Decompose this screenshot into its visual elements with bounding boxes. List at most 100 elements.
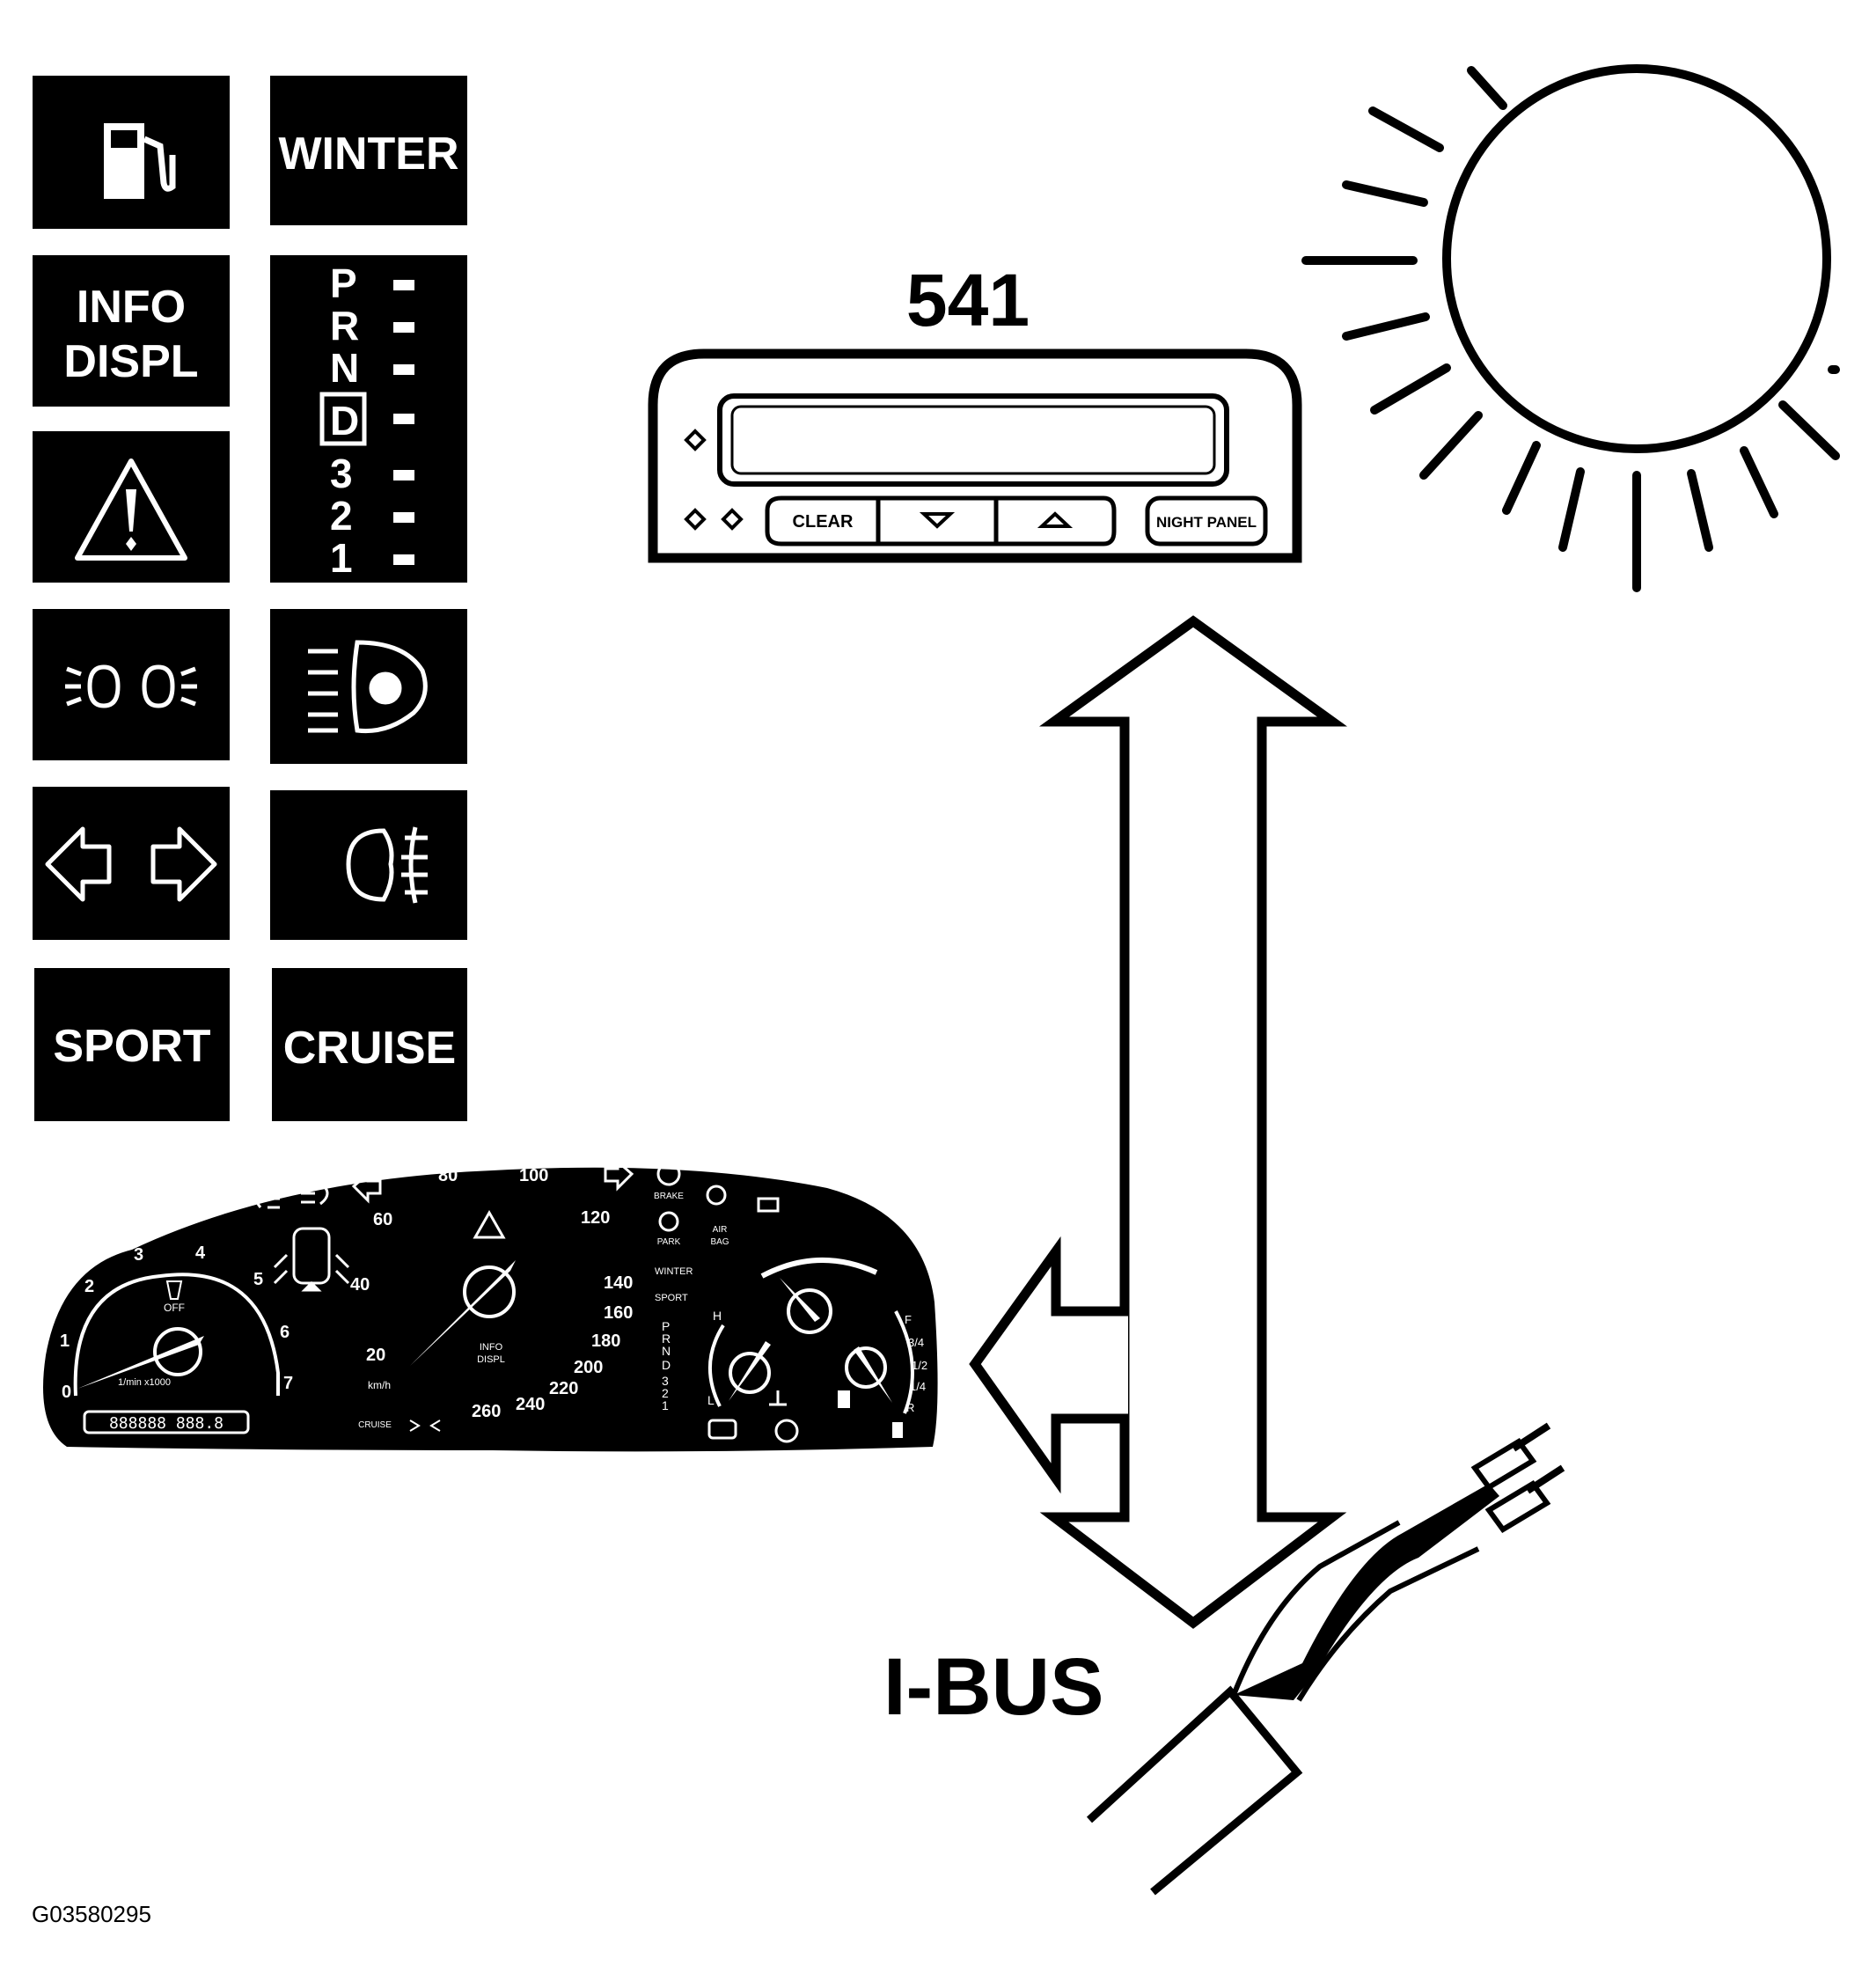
tach-tick-7: 7 bbox=[283, 1374, 293, 1393]
temperature-gauge: H L bbox=[707, 1309, 799, 1443]
up-button[interactable] bbox=[1037, 511, 1074, 528]
cluster-gear-p: P bbox=[662, 1319, 670, 1333]
gear-p: P bbox=[330, 260, 357, 306]
tach-tick-3: 3 bbox=[134, 1245, 143, 1265]
clear-button[interactable]: CLEAR bbox=[793, 512, 854, 532]
winter-label: WINTER bbox=[278, 128, 458, 180]
tach-tick-1: 1 bbox=[60, 1331, 70, 1351]
cluster-displ-label: DISPL bbox=[477, 1354, 505, 1365]
info-label: INFO bbox=[77, 282, 186, 333]
cluster-parking-icon bbox=[409, 1419, 441, 1432]
speed-tick-120: 120 bbox=[581, 1208, 610, 1228]
tile-sport: SPORT bbox=[34, 968, 230, 1121]
speed-needle bbox=[410, 1260, 516, 1366]
fuel-tick-14: 1/4 bbox=[910, 1380, 926, 1393]
top-right-needle bbox=[780, 1278, 820, 1322]
top-right-gauge bbox=[760, 1258, 878, 1334]
display-unit-541: 541 CLEAR NIGHT PANEL bbox=[648, 259, 1302, 563]
fuel-tick-f: F bbox=[905, 1313, 912, 1326]
gear-d: D bbox=[330, 398, 359, 444]
airbag-label-1: AIR bbox=[713, 1225, 728, 1235]
left-arrow-to-cluster bbox=[969, 1236, 1128, 1494]
gear-r: R bbox=[330, 303, 359, 348]
display-id-label: 541 bbox=[906, 259, 1030, 341]
cluster-warning-icon bbox=[473, 1209, 506, 1239]
cluster-top-icons bbox=[254, 1158, 634, 1209]
tachometer: 0 1 2 3 4 5 6 7 1/min x1000 OFF bbox=[60, 1243, 293, 1402]
cluster-sport-label: SPORT bbox=[655, 1293, 688, 1303]
turn-signal-icon bbox=[45, 826, 217, 902]
cluster-gear-d: D bbox=[662, 1358, 671, 1372]
airbag-label-2: BAG bbox=[710, 1237, 729, 1247]
temp-hot-label: H bbox=[713, 1309, 722, 1323]
speed-tick-220: 220 bbox=[549, 1379, 578, 1398]
vertical-double-arrow bbox=[1038, 615, 1348, 1629]
speed-tick-40: 40 bbox=[350, 1275, 370, 1295]
tile-winter: WINTER bbox=[270, 76, 467, 225]
cluster-fog-icon bbox=[254, 1186, 280, 1209]
display-screen bbox=[717, 393, 1229, 487]
door-ajar-icon bbox=[273, 1227, 350, 1292]
speed-tick-180: 180 bbox=[591, 1331, 620, 1351]
cruise-label: CRUISE bbox=[283, 1023, 456, 1074]
speedometer: 20 40 60 80 100 120 140 160 180 200 220 … bbox=[350, 1166, 633, 1432]
speed-tick-240: 240 bbox=[516, 1395, 545, 1414]
speed-tick-20: 20 bbox=[366, 1346, 385, 1365]
cluster-gear-n: N bbox=[662, 1344, 671, 1358]
down-button[interactable] bbox=[919, 512, 956, 529]
parking-lights-icon bbox=[65, 664, 197, 708]
tile-cruise: CRUISE bbox=[272, 968, 467, 1121]
tile-rear-fog bbox=[270, 790, 467, 940]
cluster-fuel-icon bbox=[838, 1390, 850, 1408]
temp-low-label: L bbox=[707, 1393, 715, 1407]
speed-unit-label: km/h bbox=[368, 1379, 391, 1391]
tach-tick-5: 5 bbox=[253, 1270, 263, 1289]
fuel-needle bbox=[854, 1346, 892, 1403]
cluster-gear-3: 3 bbox=[662, 1374, 669, 1388]
speed-tick-160: 160 bbox=[604, 1303, 633, 1323]
cluster-gear-r: R bbox=[662, 1331, 671, 1346]
figure-code: G03580295 bbox=[32, 1901, 151, 1927]
temp-needle bbox=[729, 1341, 771, 1401]
up-arrow-icon bbox=[1037, 511, 1074, 528]
speed-tick-60: 60 bbox=[373, 1210, 392, 1229]
warning-lamp-tiles: WINTER INFO DISPL P R N D 3 2 1 bbox=[33, 76, 467, 1121]
instrument-cluster: 0 1 2 3 4 5 6 7 1/min x1000 OFF 888888 8… bbox=[43, 1158, 938, 1452]
gear-1: 1 bbox=[330, 535, 353, 581]
fuel-tick-34: 3/4 bbox=[908, 1336, 924, 1349]
coolant-icon bbox=[769, 1390, 787, 1406]
fuel-gauge: F 3/4 1/2 1/4 R bbox=[838, 1310, 927, 1438]
tile-turn-signals bbox=[33, 787, 230, 940]
cluster-info-label: INFO bbox=[480, 1342, 503, 1353]
tile-parking-lights bbox=[33, 609, 230, 760]
tile-gear-selector: P R N D 3 2 1 bbox=[270, 255, 467, 583]
cluster-body bbox=[43, 1167, 938, 1452]
tach-tick-0: 0 bbox=[62, 1383, 71, 1402]
warning-triangle-icon bbox=[75, 458, 187, 561]
fuel-tick-r: R bbox=[906, 1401, 914, 1414]
brake-label: BRAKE bbox=[654, 1192, 684, 1201]
odometer-value: 888888 888.8 bbox=[109, 1414, 224, 1433]
tach-tick-2: 2 bbox=[84, 1277, 94, 1296]
ibus-label: I-BUS bbox=[883, 1642, 1103, 1732]
cluster-gear-2: 2 bbox=[662, 1386, 669, 1400]
cluster-right-indicators: BRAKE PARK AIR BAG WINTER SPORT P R N D … bbox=[654, 1162, 780, 1412]
tile-fuel bbox=[33, 76, 230, 229]
night-panel-label: NIGHT PANEL bbox=[1156, 514, 1257, 531]
cluster-right-turn-icon bbox=[604, 1158, 634, 1192]
sport-label: SPORT bbox=[53, 1021, 210, 1072]
cluster-gear-1: 1 bbox=[662, 1398, 669, 1412]
cruise-small-label: CRUISE bbox=[358, 1420, 392, 1430]
gear-3: 3 bbox=[330, 451, 353, 496]
oil-warning-icon bbox=[774, 1419, 799, 1443]
park-label: PARK bbox=[657, 1237, 681, 1247]
fuel-pump-icon bbox=[104, 123, 176, 199]
cluster-fuel-icon-2 bbox=[892, 1422, 903, 1438]
engine-icon bbox=[707, 1419, 737, 1440]
displ-label: DISPL bbox=[63, 336, 198, 387]
tile-warning bbox=[33, 431, 230, 583]
night-panel-button[interactable]: NIGHT PANEL bbox=[1145, 495, 1268, 547]
odometer: 888888 888.8 bbox=[83, 1410, 250, 1434]
speed-tick-100: 100 bbox=[519, 1166, 548, 1185]
